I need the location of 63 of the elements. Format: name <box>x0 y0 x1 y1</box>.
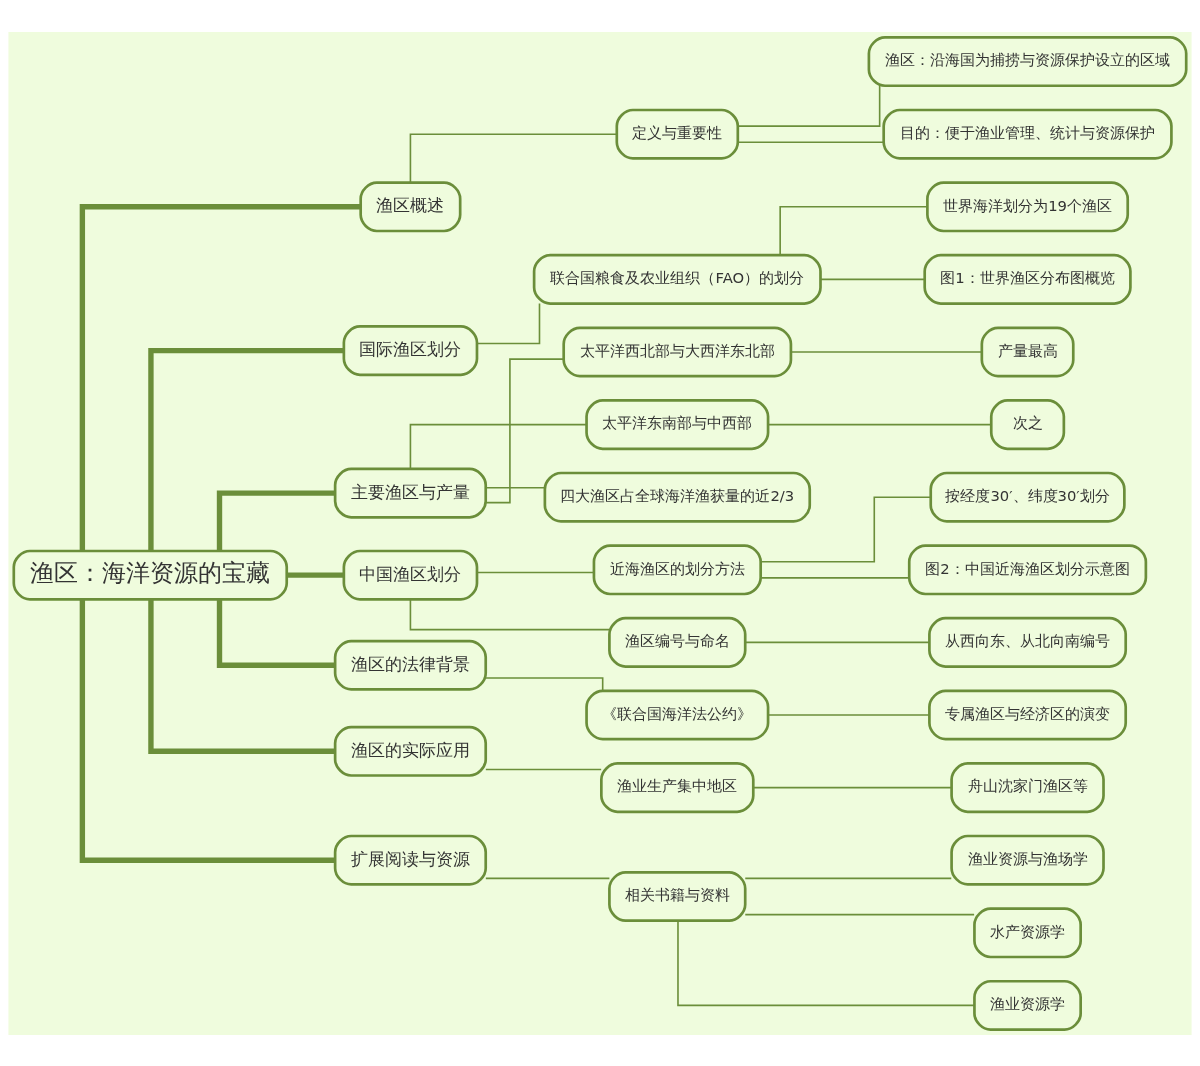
node-box: 渔区：海洋资源的宝藏 <box>12 549 289 601</box>
connector <box>476 302 541 344</box>
connector <box>148 347 344 551</box>
connector <box>485 676 604 691</box>
node-box: 舟山沈家门渔区等 <box>950 761 1105 813</box>
node-box: 主要渔区与产量 <box>333 467 488 519</box>
node-box: 水产资源学 <box>973 906 1082 958</box>
node-box: 专属渔区与经济区的演变 <box>928 688 1128 741</box>
connector <box>767 423 992 425</box>
node-box: 次之 <box>989 398 1066 450</box>
connector <box>744 877 953 879</box>
node-box: 四大渔区占全球海洋渔获量的近2/3 <box>543 471 812 523</box>
connector <box>677 919 975 1006</box>
node-box: 图2：中国近海渔区划分示意图 <box>907 543 1148 595</box>
node-box: 近海渔区的划分方法 <box>592 543 762 595</box>
node-box: 产量最高 <box>980 325 1075 378</box>
connector <box>744 913 975 915</box>
node-box: 渔区概述 <box>359 180 462 232</box>
connector <box>485 357 565 503</box>
node-box: 目的：便于渔业管理、统计与资源保护 <box>882 108 1173 160</box>
connector <box>767 713 930 716</box>
connector <box>737 84 881 127</box>
node-box: 渔区编号与命名 <box>608 616 747 668</box>
connector <box>819 278 926 280</box>
connector <box>760 495 932 563</box>
node-box: 渔区：沿海国为捕捞与资源保护设立的区域 <box>867 35 1188 87</box>
connector <box>485 877 611 879</box>
connector <box>79 599 335 863</box>
connector <box>779 205 929 256</box>
connector <box>485 768 602 770</box>
connector <box>286 572 344 578</box>
node-box: 国际渔区划分 <box>342 324 479 376</box>
node-box: 中国渔区划分 <box>342 549 479 601</box>
connector <box>148 599 336 754</box>
node-box: 联合国粮食及农业组织（FAO）的划分 <box>532 253 822 305</box>
connector <box>409 598 611 630</box>
node-box: 太平洋东南部与中西部 <box>585 398 770 450</box>
connector <box>752 786 952 788</box>
connector <box>790 350 983 353</box>
node-box: 按经度30′、纬度30′划分 <box>929 471 1126 523</box>
connector <box>79 203 361 550</box>
node-box: 定义与重要性 <box>615 108 740 160</box>
node-box: 世界海洋划分为19个渔区 <box>926 180 1130 232</box>
node-box: 渔区的法律背景 <box>333 639 488 691</box>
node-box: 从西向东、从北向南编号 <box>928 616 1128 668</box>
connector <box>216 599 335 668</box>
connector <box>737 140 885 143</box>
node-box: 渔业资源学 <box>973 979 1082 1031</box>
connector <box>759 576 910 579</box>
node-box: 《联合国海洋法公约》 <box>585 688 770 741</box>
node-box: 相关书籍与资料 <box>608 870 747 922</box>
connector <box>409 132 618 183</box>
connector <box>485 486 546 489</box>
connector <box>409 423 587 470</box>
node-box: 太平洋西北部与大西洋东北部 <box>562 325 793 378</box>
connector <box>744 641 931 643</box>
connector <box>476 571 595 573</box>
node-box: 渔区的实际应用 <box>333 725 488 777</box>
connector <box>216 489 335 551</box>
node-box: 渔业资源与渔场学 <box>950 834 1105 886</box>
node-box: 渔业生产集中地区 <box>600 761 755 813</box>
node-box: 扩展阅读与资源 <box>333 834 488 886</box>
node-box: 图1：世界渔区分布图概览 <box>923 253 1132 305</box>
